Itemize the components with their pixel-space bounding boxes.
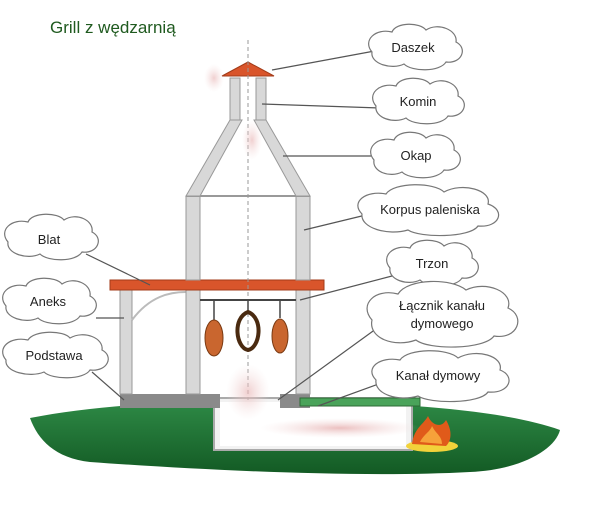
leader-lines xyxy=(85,49,393,407)
cloud-komin: Komin xyxy=(372,77,465,125)
cloud-aneks: Aneks xyxy=(2,277,97,325)
annex xyxy=(119,289,187,395)
chimney xyxy=(229,77,267,121)
sausage-ring xyxy=(235,309,261,353)
base-slabs xyxy=(120,394,310,408)
smoke xyxy=(204,64,270,420)
meat-left xyxy=(204,319,224,357)
cloud-trzon: Trzon xyxy=(386,239,479,287)
label-korpus: Korpus paleniska xyxy=(380,202,480,217)
diagram-title: Grill z wędzarnią xyxy=(50,18,176,37)
meat-right xyxy=(271,318,289,354)
label-lacznik-line1: Łącznik kanału xyxy=(399,298,485,313)
label-trzon: Trzon xyxy=(416,256,449,271)
smoke-chamber xyxy=(213,397,420,451)
worktop xyxy=(109,279,325,291)
label-blat: Blat xyxy=(38,232,61,247)
label-kanal: Kanał dymowy xyxy=(396,368,481,383)
cloud-lacznik: Łącznik kanału dymowego xyxy=(366,280,519,348)
cloud-blat: Blat xyxy=(4,213,99,261)
label-podstawa: Podstawa xyxy=(25,348,83,363)
label-komin: Komin xyxy=(400,94,437,109)
label-okap: Okap xyxy=(400,148,431,163)
fire xyxy=(406,416,458,452)
furnace-body xyxy=(185,195,311,281)
label-lacznik-line2: dymowego xyxy=(411,316,474,331)
channel-connector xyxy=(299,397,421,407)
hood xyxy=(185,119,311,197)
cloud-kanal: Kanał dymowy xyxy=(371,350,510,403)
cloud-okap: Okap xyxy=(370,131,461,179)
label-aneks: Aneks xyxy=(30,294,67,309)
cloud-daszek: Daszek xyxy=(368,23,463,71)
cloud-podstawa: Podstawa xyxy=(2,331,109,379)
cloud-korpus: Korpus paleniska xyxy=(357,184,500,237)
label-daszek: Daszek xyxy=(391,40,435,55)
